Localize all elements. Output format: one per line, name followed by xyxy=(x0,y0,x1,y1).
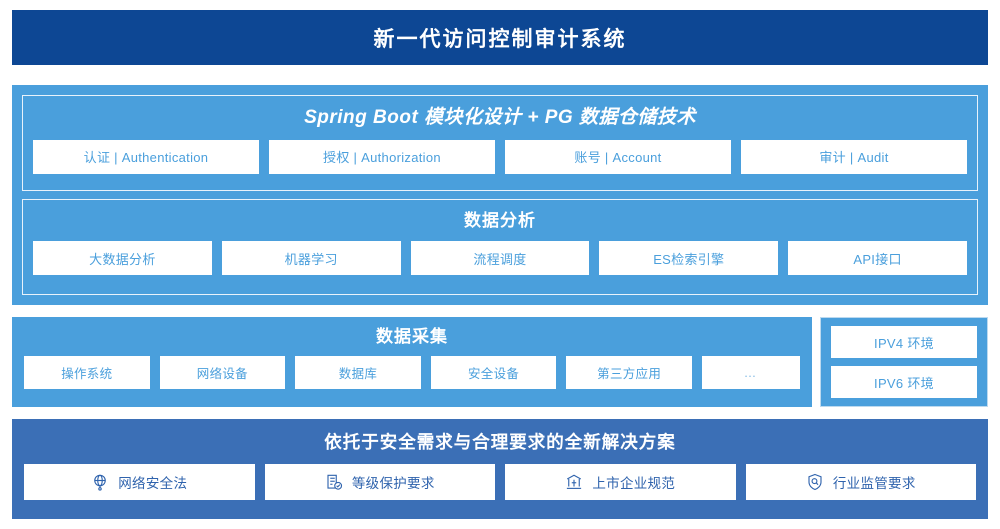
card-label: 数据库 xyxy=(338,367,378,382)
card-label: 操作系统 xyxy=(61,367,113,382)
data-analysis-card-row: 大数据分析 机器学习 流程调度 ES检索引擎 API接口 xyxy=(33,241,967,276)
card-label: ES检索引擎 xyxy=(653,251,725,267)
platform-section: Spring Boot 模块化设计 + PG 数据仓储技术 认证 | Authe… xyxy=(12,85,988,305)
card-machine-learning[interactable]: 机器学习 xyxy=(221,241,401,276)
card-database[interactable]: 数据库 xyxy=(295,356,421,390)
document-check-icon xyxy=(325,473,343,491)
compliance-section: 依托于安全需求与合理要求的全新解决方案 网络安全法 xyxy=(12,419,988,519)
shield-search-icon xyxy=(806,473,824,491)
card-label: 第三方应用 xyxy=(597,367,662,382)
card-industry-regulation[interactable]: 行业监管要求 xyxy=(745,464,976,500)
card-cybersecurity-law[interactable]: 网络安全法 xyxy=(24,464,255,500)
card-label: 流程调度 xyxy=(473,251,527,267)
card-label: 上市企业规范 xyxy=(592,476,676,491)
card-authorization[interactable]: 授权 | Authorization xyxy=(269,139,495,174)
bank-icon xyxy=(565,473,583,491)
data-collection-card-row: 操作系统 网络设备 数据库 安全设备 第三方应用 … xyxy=(24,356,800,390)
card-label: 网络安全法 xyxy=(118,476,188,491)
card-api-interface[interactable]: API接口 xyxy=(788,241,967,276)
card-classified-protection[interactable]: 等级保护要求 xyxy=(264,464,495,500)
card-label: API接口 xyxy=(853,251,902,267)
card-label: … xyxy=(743,365,759,380)
springboot-card-row: 认证 | Authentication 授权 | Authorization 账… xyxy=(33,139,967,174)
data-collection-section: 数据采集 操作系统 网络设备 数据库 安全设备 第三方应用 … xyxy=(12,317,812,407)
card-listed-company-standard[interactable]: 上市企业规范 xyxy=(505,464,736,500)
card-label: 大数据分析 xyxy=(89,251,156,267)
springboot-panel-title: Spring Boot 模块化设计 + PG 数据仓储技术 xyxy=(304,107,696,128)
compliance-title: 依托于安全需求与合理要求的全新解决方案 xyxy=(324,432,676,452)
card-label: 机器学习 xyxy=(284,251,338,267)
globe-icon xyxy=(91,473,109,491)
card-label: IPV6 环境 xyxy=(874,375,934,391)
card-label: 账号 | Account xyxy=(574,150,662,166)
environment-panel: IPV4 环境 IPV6 环境 xyxy=(820,317,988,407)
card-label: IPV4 环境 xyxy=(874,335,934,351)
card-ipv4-environment[interactable]: IPV4 环境 xyxy=(831,326,977,358)
card-label: 安全设备 xyxy=(467,367,520,382)
card-label: 行业监管要求 xyxy=(832,476,916,491)
card-es-search-engine[interactable]: ES检索引擎 xyxy=(599,241,779,276)
card-process-scheduling[interactable]: 流程调度 xyxy=(410,241,590,276)
card-account[interactable]: 账号 | Account xyxy=(505,139,731,174)
springboot-panel: Spring Boot 模块化设计 + PG 数据仓储技术 认证 | Authe… xyxy=(22,95,978,191)
card-network-device[interactable]: 网络设备 xyxy=(159,356,286,390)
card-big-data-analysis[interactable]: 大数据分析 xyxy=(33,241,212,276)
card-operating-system[interactable]: 操作系统 xyxy=(24,356,150,390)
card-more-ellipsis[interactable]: … xyxy=(701,356,800,390)
card-label: 网络设备 xyxy=(196,367,248,382)
data-analysis-panel-title: 数据分析 xyxy=(464,211,536,230)
card-third-party-app[interactable]: 第三方应用 xyxy=(566,356,692,390)
data-analysis-panel: 数据分析 大数据分析 机器学习 流程调度 ES检索引擎 API接口 xyxy=(22,199,978,295)
card-ipv6-environment[interactable]: IPV6 环境 xyxy=(831,366,977,398)
data-collection-title: 数据采集 xyxy=(376,327,448,346)
compliance-card-row: 网络安全法 等级保护要求 xyxy=(24,464,976,500)
header-bar: 新一代访问控制审计系统 xyxy=(12,10,988,65)
card-authentication[interactable]: 认证 | Authentication xyxy=(33,139,259,174)
card-label: 审计 | Audit xyxy=(819,150,889,166)
card-security-device[interactable]: 安全设备 xyxy=(430,356,557,390)
card-label: 授权 | Authorization xyxy=(323,150,441,166)
card-label: 等级保护要求 xyxy=(351,476,435,491)
card-label: 认证 | Authentication xyxy=(83,150,209,166)
page-title: 新一代访问控制审计系统 xyxy=(373,27,627,51)
card-audit[interactable]: 审计 | Audit xyxy=(741,139,967,174)
